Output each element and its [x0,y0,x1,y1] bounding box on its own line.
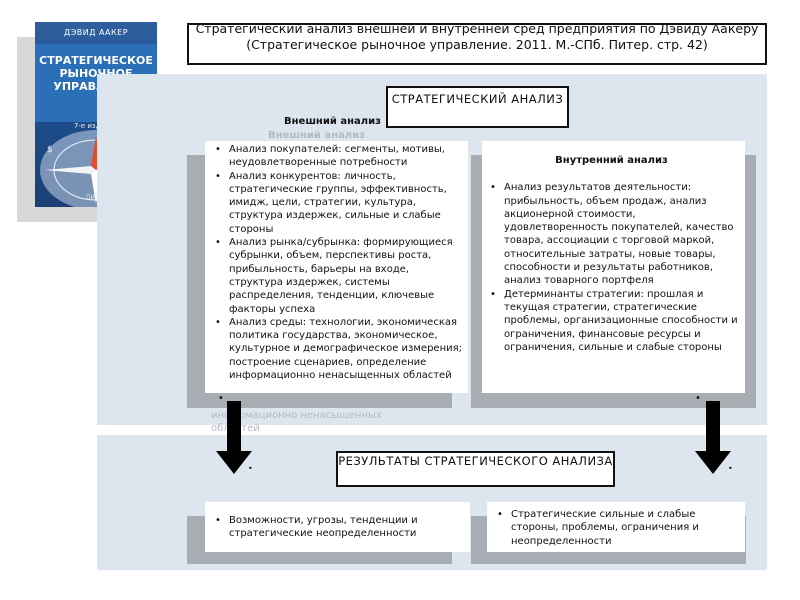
external-list: Анализ покупателей: сегменты, мотивы, не… [207,143,464,382]
svg-text:$: $ [47,145,53,155]
internal-analysis-box: Внутренний анализ Анализ результатов дея… [482,141,745,393]
external-analysis-box: Анализ покупателей: сегменты, мотивы, не… [205,141,468,393]
internal-item-determinants: Детерминанты стратегии: прошлая и текуща… [504,288,741,354]
arrow-down-right-icon [695,401,731,475]
internal-item-performance: Анализ результатов деятельности: прибыль… [504,181,741,287]
title-line-2: (Стратегическое рыночное управление. 201… [189,37,765,53]
results-right-box: Стратегические сильные и слабые стороны,… [487,502,745,552]
results-left-list: Возможности, угрозы, тенденции и стратег… [207,514,464,541]
book-author: ДЭВИД ААКЕР [35,28,157,37]
external-item-market: Анализ рынка/субрынка: формирующиеся суб… [229,236,464,316]
results-header: РЕЗУЛЬТАТЫ СТРАТЕГИЧЕСКОГО АНАЛИЗА [336,451,615,487]
page-title: Стратегический анализ внешней и внутренн… [187,23,767,65]
external-item-competitors: Анализ конкурентов: личность, стратегиче… [229,170,464,236]
results-right-list: Стратегические сильные и слабые стороны,… [489,508,741,548]
stray-dot-right: • [728,464,733,473]
external-heading: Внешний анализ [284,116,381,127]
stray-dot-left: • [248,464,253,473]
results-right-item: Стратегические сильные и слабые стороны,… [511,508,741,548]
internal-list: Анализ результатов деятельности: прибыль… [482,181,741,354]
arrow-down-left-icon [216,401,252,475]
external-item-buyers: Анализ покупателей: сегменты, мотивы, не… [229,143,464,170]
title-line-1: Стратегический анализ внешней и внутренн… [189,23,765,37]
results-left-item: Возможности, угрозы, тенденции и стратег… [229,514,464,541]
internal-heading: Внутренний анализ [482,154,741,167]
strategic-analysis-header: СТРАТЕГИЧЕСКИЙ АНАЛИЗ [386,86,569,128]
book-title-line: СТРАТЕГИЧЕСКОЕ [35,54,157,67]
results-left-box: Возможности, угрозы, тенденции и стратег… [205,502,470,552]
external-item-environment: Анализ среды: технологии, экономическая … [229,316,464,382]
